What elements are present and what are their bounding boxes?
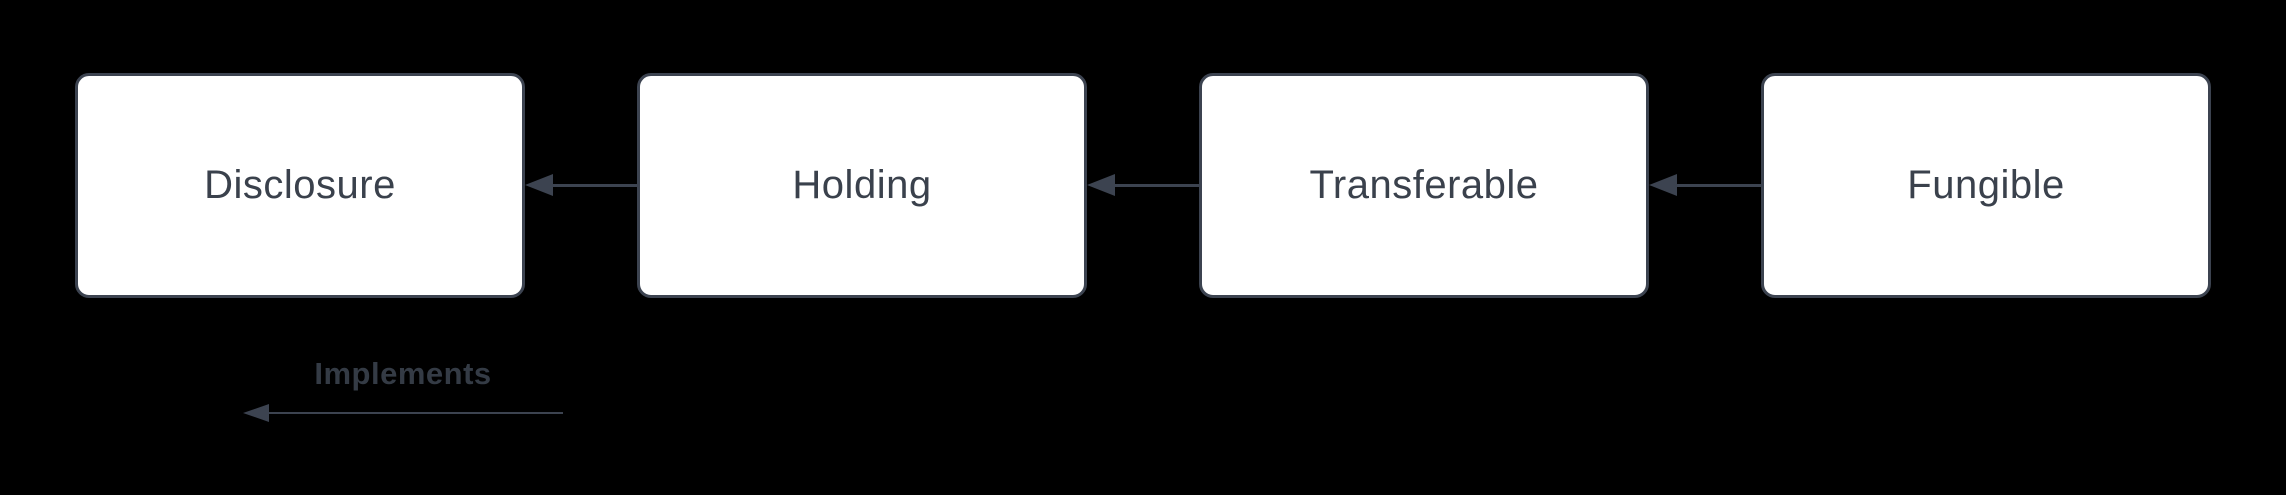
node-holding-label: Holding xyxy=(792,163,932,207)
edge-line xyxy=(1115,183,1199,187)
left-arrowhead-icon xyxy=(525,174,553,196)
left-arrowhead-icon xyxy=(1649,174,1677,196)
node-transferable-label: Transferable xyxy=(1309,163,1539,207)
left-arrowhead-icon xyxy=(243,404,269,422)
node-fungible: Fungible xyxy=(1761,73,2211,298)
edge-holding-implements-disclosure xyxy=(525,174,637,196)
node-transferable: Transferable xyxy=(1199,73,1649,298)
left-arrowhead-icon xyxy=(1087,174,1115,196)
edge-line xyxy=(553,183,637,187)
edge-fungible-implements-transferable xyxy=(1649,174,1761,196)
legend-arrow-line xyxy=(269,412,563,414)
node-fungible-label: Fungible xyxy=(1907,163,2065,207)
edge-transferable-implements-holding xyxy=(1087,174,1199,196)
node-disclosure-label: Disclosure xyxy=(204,163,396,207)
edge-line xyxy=(1677,183,1761,187)
node-holding: Holding xyxy=(637,73,1087,298)
legend: Implements xyxy=(243,356,563,422)
legend-label: Implements xyxy=(314,356,492,391)
node-disclosure: Disclosure xyxy=(75,73,525,298)
legend-arrow xyxy=(243,404,563,422)
